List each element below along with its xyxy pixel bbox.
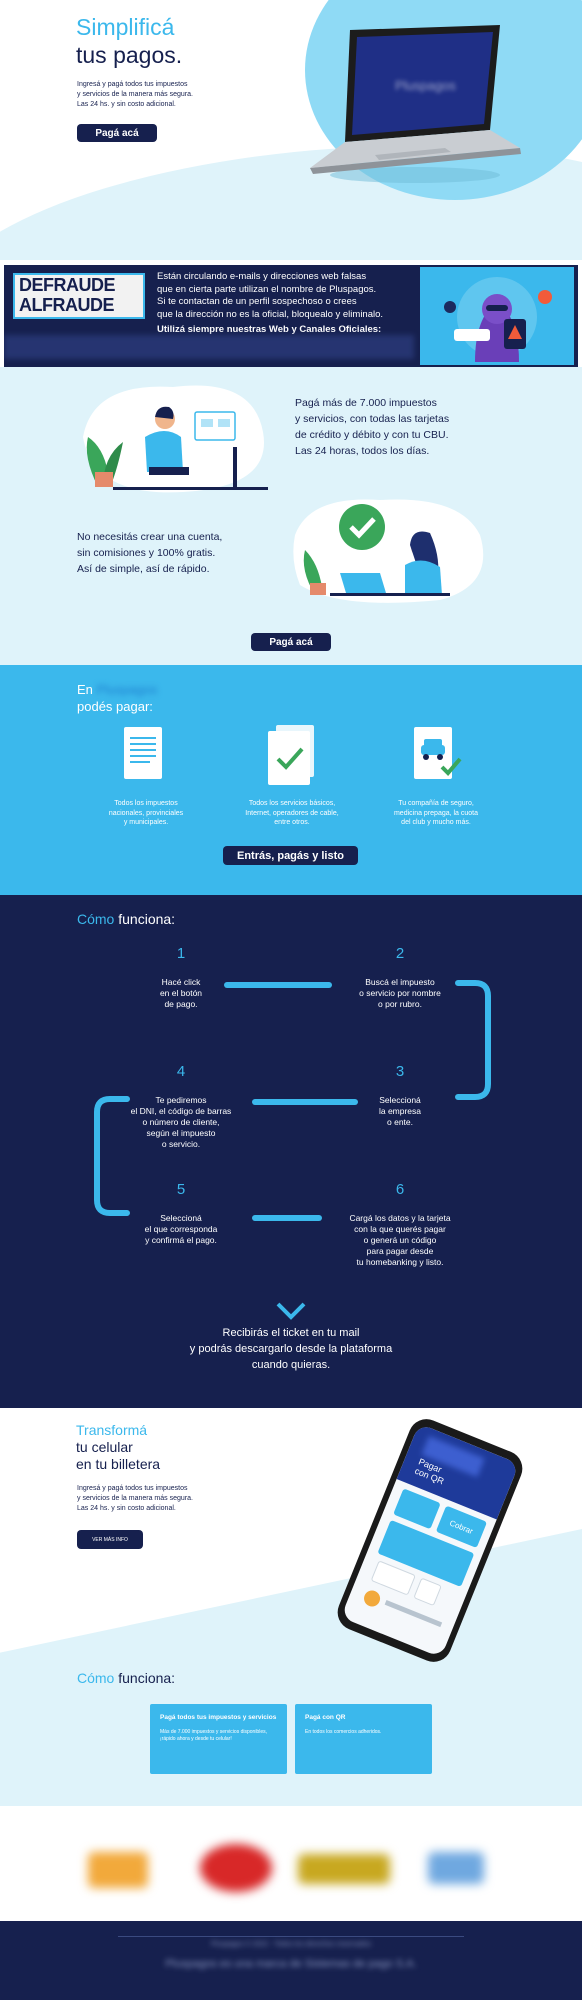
fraud-alert-banner: DEFRAUDE ALFRAUDE Están circulando e-mai… [4, 265, 578, 367]
document-icon [124, 727, 162, 779]
partner-logo-2 [200, 1844, 272, 1892]
hero-title-line2: tus pagos. [76, 42, 183, 68]
hacker-illustration [420, 267, 574, 365]
step-3-text: Seleccioná la empresa o ente. [378, 1095, 422, 1127]
official-channels-strip [4, 335, 414, 359]
step-4-text: Te pediremos el DNI, el código de barras… [130, 1095, 232, 1149]
pay-section-title: En Pluspagos podés pagar: [77, 682, 158, 714]
fraud-text: Están circulando e-mails y direcciones w… [157, 271, 384, 335]
wallet-more-info-button[interactable]: VER MÁS INFO [77, 1530, 143, 1549]
step-4-number: 4 [176, 1063, 186, 1080]
hero-section: Simplificá tus pagos. Ingresá y pagá tod… [0, 0, 582, 260]
wallet-title: Transformá tu celular en tu billetera [76, 1422, 161, 1472]
info-block1-text: Pagá más de 7.000 impuestos y servicios,… [295, 397, 450, 457]
step-2-text: Buscá el impuesto o servicio por nombre … [359, 977, 441, 1009]
wallet-how-title: Cómo funciona: [77, 1670, 176, 1686]
connector-1-2 [224, 982, 332, 988]
wallet-card-qr[interactable]: Pagá con QR En todos los comercios adher… [295, 1704, 432, 1774]
hero-pay-button[interactable]: Pagá acá [77, 124, 157, 142]
how-title: Cómo funciona: [77, 911, 176, 927]
wallet-card-taxes[interactable]: Pagá todos tus impuestos y servicios Más… [150, 1704, 287, 1774]
partner-logo-1 [88, 1852, 148, 1888]
connector-2-3 [455, 980, 491, 1100]
chevron-down-icon [276, 1302, 306, 1320]
how-it-works-section: Cómo funciona: 1 Hacé click en el botón … [0, 895, 582, 1408]
pay-enter-button[interactable]: Entrás, pagás y listo [223, 846, 358, 865]
step-6-number: 6 [395, 1181, 405, 1198]
info-block2-text: No necesitás crear una cuenta, sin comis… [77, 531, 223, 575]
connector-3-4 [252, 1099, 358, 1105]
connector-5-6 [252, 1215, 322, 1221]
step-1-number: 1 [176, 945, 186, 962]
man-computer-illustration [83, 385, 268, 493]
step-2-number: 2 [395, 945, 405, 962]
step-1-text: Hacé click en el botón de pago. [159, 977, 203, 1009]
defraude-badge: DEFRAUDE ALFRAUDE [13, 273, 145, 319]
pay-item-2-text: Todos los servicios básicos, Internet, o… [245, 800, 339, 826]
step-5-text: Seleccioná el que corresponda y confirmá… [144, 1213, 218, 1245]
pay-item-1-text: Todos los impuestos nacionales, provinci… [108, 800, 184, 826]
wallet-section: Transformá tu celular en tu billetera In… [0, 1408, 582, 1806]
laptop-illustration: Pluspagos [310, 25, 521, 183]
svg-text:Pluspagos: Pluspagos [395, 78, 456, 93]
info-pay-button[interactable]: Pagá acá [251, 633, 331, 651]
pay-item-3-text: Tu compañía de seguro, medicina prepaga,… [393, 800, 479, 826]
partners-section [0, 1806, 582, 1921]
footer: Pluspagos © 2022 - Todos los derechos re… [0, 1921, 582, 2000]
step-5-number: 5 [176, 1181, 186, 1198]
wallet-description: Ingresá y pagá todos tus impuestos y ser… [77, 1485, 193, 1512]
how-footer-text: Recibirás el ticket en tu mail y podrás … [189, 1327, 393, 1371]
footer-line2: Pluspagos es una marca de Sistemas de pa… [165, 1958, 417, 1970]
partner-logo-4 [428, 1852, 484, 1884]
hero-description: Ingresá y pagá todos tus impuestos y ser… [77, 81, 193, 108]
hero-title-line1: Simplificá [76, 14, 175, 40]
info-section: Pagá más de 7.000 impuestos y servicios,… [0, 367, 582, 665]
woman-laptop-illustration [293, 499, 484, 603]
phone-illustration: Pagar con QR Cobrar [310, 1413, 540, 1668]
footer-line1: Pluspagos © 2022 - Todos los derechos re… [210, 1941, 372, 1948]
car-document-icon [414, 727, 462, 779]
pay-section: En Pluspagos podés pagar: Todos los impu… [0, 665, 582, 895]
partner-logo-3 [298, 1854, 390, 1884]
step-6-text: Cargá los datos y la tarjeta con la que … [349, 1213, 451, 1267]
connector-4-5 [94, 1096, 130, 1216]
document-check-icon [268, 725, 314, 785]
step-3-number: 3 [395, 1063, 405, 1080]
